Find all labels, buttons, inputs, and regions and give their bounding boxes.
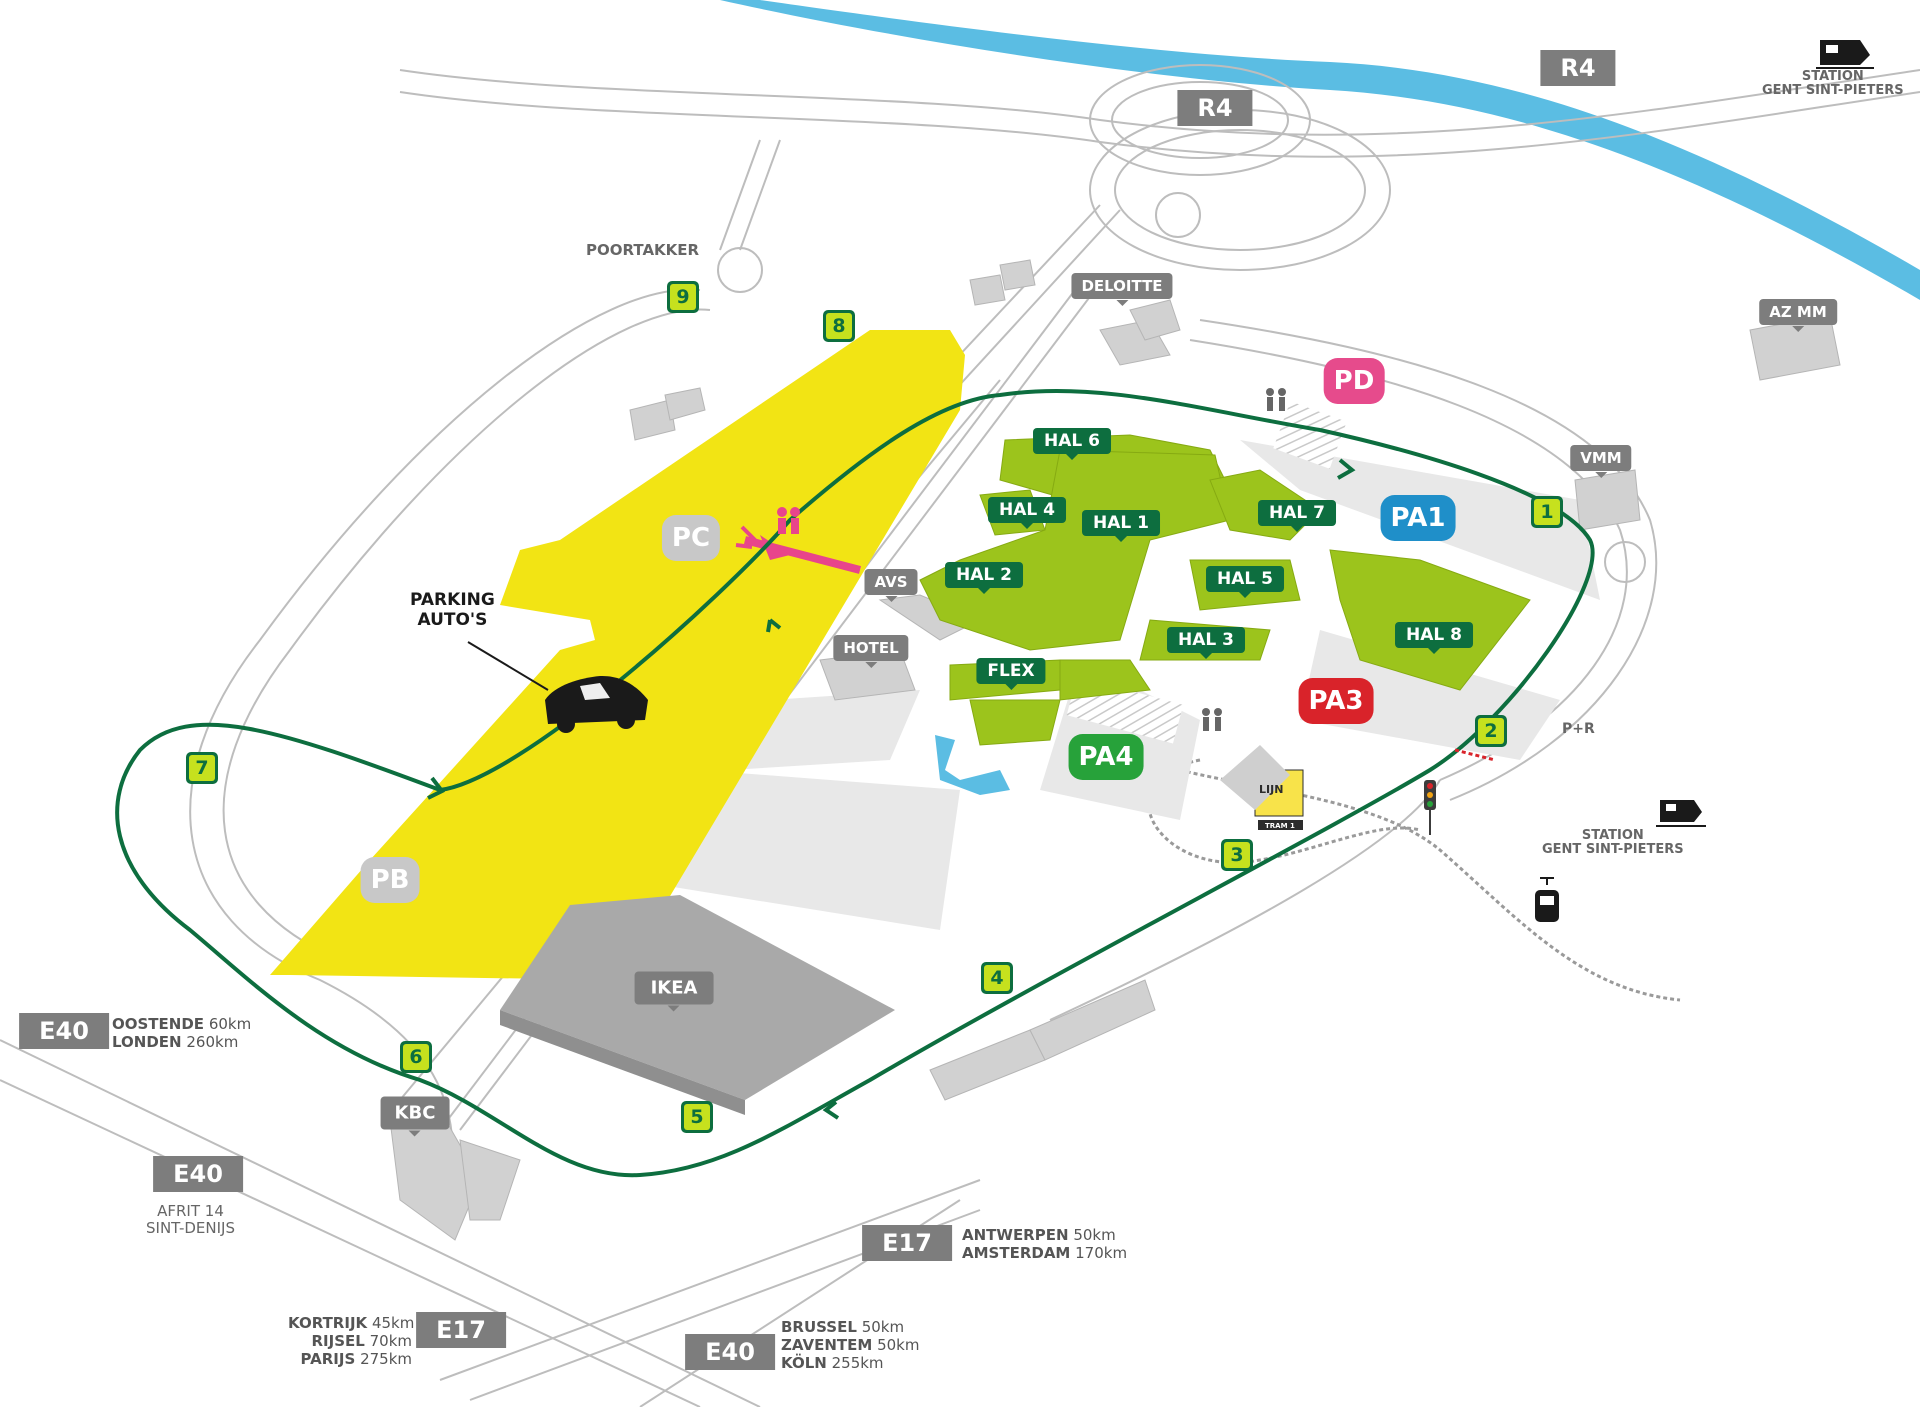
tag-ikea: IKEA [634, 971, 714, 1012]
road-r4-left: R4 [1177, 90, 1253, 126]
exit-5[interactable]: 5 [681, 1101, 713, 1133]
label-poortakker: POORTAKKER [586, 241, 700, 259]
exit-4[interactable]: 4 [981, 962, 1013, 994]
tram-icon [1535, 877, 1559, 922]
tag-avs: AVS [864, 569, 918, 602]
parking-pd[interactable]: PD [1323, 358, 1385, 404]
tram-stop-brand: LIJN [1259, 783, 1284, 796]
hall-6[interactable]: HAL 6 [1033, 428, 1111, 460]
hall-1[interactable]: HAL 1 [1082, 510, 1160, 542]
parking-pa4[interactable]: PA4 [1068, 734, 1144, 780]
tag-deloitte: DELOITTE [1071, 273, 1173, 306]
river [720, 0, 1920, 300]
hall-3[interactable]: HAL 3 [1167, 627, 1245, 659]
tram-stop-line: TRAM 1 [1265, 822, 1295, 830]
pc-pedestrian-icon [777, 507, 800, 534]
parking-pointer [467, 641, 549, 691]
hall-7[interactable]: HAL 7 [1258, 500, 1336, 532]
tag-az-mm: AZ MM [1759, 299, 1837, 332]
exit-8[interactable]: 8 [823, 310, 855, 342]
hall-5[interactable]: HAL 5 [1206, 566, 1284, 598]
parking-pc[interactable]: PC [661, 515, 721, 561]
car-icon [545, 675, 648, 733]
parking-pb[interactable]: PB [360, 857, 420, 903]
train-icon-top [1816, 40, 1874, 69]
exit-9[interactable]: 9 [667, 281, 699, 313]
exit-6[interactable]: 6 [400, 1041, 432, 1073]
parking-autos-area [270, 330, 965, 980]
parking-pa3[interactable]: PA3 [1298, 678, 1374, 724]
parking-pa1[interactable]: PA1 [1380, 495, 1456, 541]
exit-3[interactable]: 3 [1221, 839, 1253, 871]
road-r4-right: R4 [1540, 50, 1616, 86]
road-e17-south: E17 [416, 1312, 506, 1348]
hall-8[interactable]: HAL 8 [1395, 622, 1473, 654]
destinations-e17-north: ANTWERPEN 50km AMSTERDAM 170km [962, 1226, 1128, 1262]
tram-stop-sign [1220, 745, 1304, 830]
road-e17-southeast: E17 [862, 1225, 952, 1261]
crosswalk [1273, 401, 1347, 469]
road-e40-southwest: E40 [153, 1156, 243, 1192]
tag-vmm: VMM [1570, 445, 1632, 478]
road-e40-south: E40 [685, 1334, 775, 1370]
small-buildings [389, 259, 1841, 1241]
tag-hotel: HOTEL [833, 635, 909, 668]
fountain [935, 735, 1010, 795]
train-icon-right [1656, 800, 1706, 827]
exit-2[interactable]: 2 [1475, 715, 1507, 747]
label-pr: P+R [1562, 721, 1595, 737]
exit-1[interactable]: 1 [1531, 496, 1563, 528]
hall-flex[interactable]: FLEX [976, 658, 1046, 690]
road-e40-west: E40 [19, 1013, 109, 1049]
destinations-e17-south: KORTRIJK 45km RIJSEL 70km PARIJS 275km [288, 1314, 415, 1368]
destinations-e40-east: BRUSSEL 50km ZAVENTEM 50km KÖLN 255km [781, 1318, 920, 1372]
destinations-west: OOSTENDE 60km LONDEN 260km [112, 1015, 252, 1051]
pedestrian-icons [1202, 388, 1286, 731]
route-arrows [427, 458, 1356, 1120]
hall-2[interactable]: HAL 2 [945, 562, 1023, 594]
exit-7[interactable]: 7 [186, 752, 218, 784]
tag-kbc: KBC [380, 1096, 450, 1137]
hall-4[interactable]: HAL 4 [988, 497, 1066, 529]
traffic-light-icon [1424, 780, 1436, 835]
